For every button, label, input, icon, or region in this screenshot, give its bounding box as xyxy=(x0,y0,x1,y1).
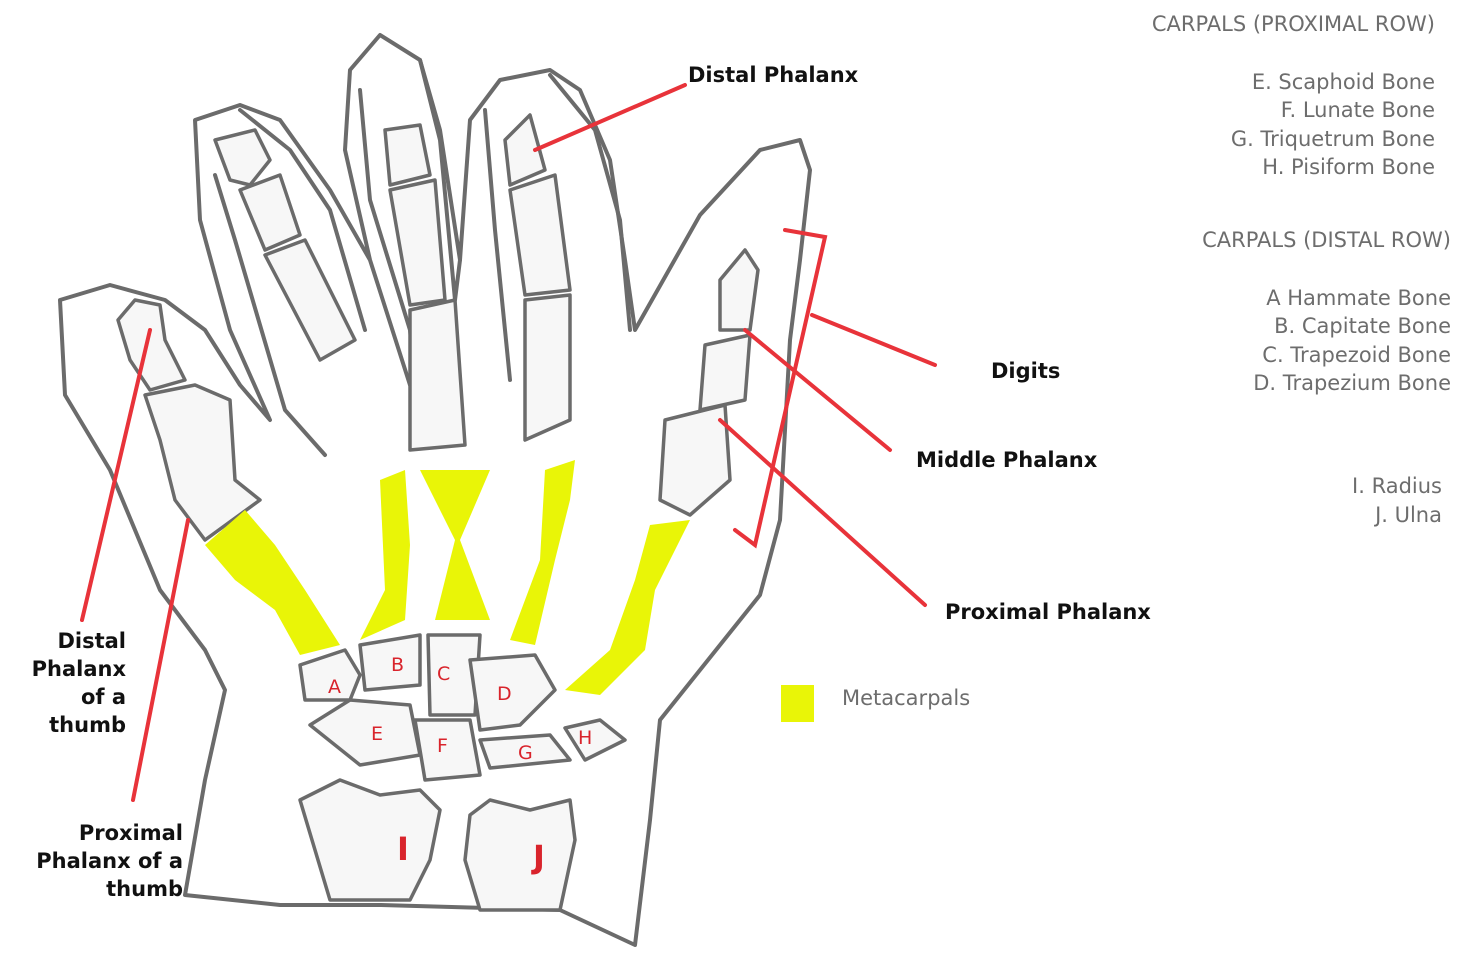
callout-thumb-proximal-line: thumb xyxy=(106,877,183,901)
little-distal-phalanx-bone xyxy=(718,248,760,332)
key-proximal-row: CARPALS (PROXIMAL ROW) E. Scaphoid Bone … xyxy=(1152,10,1435,182)
index-finger-outline xyxy=(213,108,367,457)
middle-middle-phalanx-bone xyxy=(388,178,447,307)
callout-distal-phalanx: Distal Phalanx xyxy=(688,63,859,87)
callout-thumb-distal-line: Phalanx xyxy=(31,657,126,681)
callout-digits: Digits xyxy=(991,359,1061,383)
key-item: E. Scaphoid Bone xyxy=(1251,69,1435,94)
leader-proximal-phalanx xyxy=(718,418,927,607)
thumb-proximal-phalanx-bone xyxy=(143,383,262,542)
metacarpal-middle xyxy=(420,470,490,620)
bone-letter-i: I xyxy=(397,830,409,868)
key-item: B. Capitate Bone xyxy=(1274,314,1451,338)
callout-middle-phalanx: Middle Phalanx xyxy=(916,448,1098,472)
leader-thumb-distal xyxy=(80,328,152,622)
callout-thumb-proximal: Proximal Phalanx of a thumb xyxy=(36,819,183,903)
key-distal-heading: CARPALS (DISTAL ROW) xyxy=(1202,228,1451,252)
little-middle-phalanx-bone xyxy=(698,333,752,412)
legend-metacarpals-swatch xyxy=(781,685,814,722)
callout-thumb-proximal-line: Proximal xyxy=(78,821,183,845)
radius-bone xyxy=(298,778,442,902)
key-spacer xyxy=(1152,39,1435,68)
metacarpal-thumb xyxy=(205,510,340,655)
ring-middle-phalanx-bone xyxy=(508,173,572,297)
bone-letter-h: H xyxy=(578,727,592,749)
callout-thumb-distal-line: of a xyxy=(80,685,126,709)
key-item: F. Lunate Bone xyxy=(1280,98,1435,122)
carpal-h-bone xyxy=(563,718,627,762)
ring-finger-outline xyxy=(483,73,632,382)
leader-digits xyxy=(810,313,937,367)
key-item: D. Trapezium Bone xyxy=(1253,371,1451,395)
callout-thumb-distal-line: Distal xyxy=(57,629,126,653)
key-spacer xyxy=(1202,255,1451,284)
middle-distal-phalanx-bone xyxy=(383,123,432,187)
little-proximal-phalanx-bone xyxy=(658,403,732,517)
carpal-f-bone xyxy=(413,718,482,782)
metacarpal-index xyxy=(360,470,410,640)
legend-metacarpals-label: Metacarpals xyxy=(842,686,971,710)
metacarpal-little xyxy=(565,520,690,695)
carpal-a-bone xyxy=(298,648,362,702)
bone-letter-b: B xyxy=(391,654,404,676)
callout-proximal-phalanx: Proximal Phalanx xyxy=(945,600,1151,624)
carpal-c-bone xyxy=(426,633,482,717)
callout-thumb-distal: Distal Phalanx of a thumb xyxy=(32,627,126,739)
callout-thumb-distal-line: thumb xyxy=(49,713,126,737)
key-proximal-heading: CARPALS (PROXIMAL ROW) xyxy=(1151,12,1435,36)
leader-middle-phalanx xyxy=(743,328,892,452)
middle-proximal-phalanx-bone xyxy=(408,298,467,452)
leader-thumb-proximal xyxy=(131,518,190,802)
metacarpal-ring xyxy=(510,460,575,645)
carpal-b-bone xyxy=(358,633,422,692)
leader-distal-phalanx xyxy=(533,83,687,152)
carpal-e-bone xyxy=(308,698,422,767)
leader-digits-bracket xyxy=(733,228,828,549)
ulna-bone xyxy=(463,798,577,912)
key-distal-row: CARPALS (DISTAL ROW) A Hammate Bone B. C… xyxy=(1202,226,1451,398)
bone-letter-c: C xyxy=(437,663,450,685)
ring-proximal-phalanx-bone xyxy=(523,293,572,442)
bone-letter-d: D xyxy=(497,683,512,705)
bone-letter-a: A xyxy=(328,676,341,698)
key-item: J. Ulna xyxy=(1375,502,1442,527)
callout-thumb-proximal-line: Phalanx of a xyxy=(36,849,183,873)
bone-letter-j: J xyxy=(531,838,545,876)
key-item: I. Radius xyxy=(1352,474,1442,498)
bone-letter-e: E xyxy=(371,723,383,745)
index-distal-phalanx-bone xyxy=(213,128,272,187)
thumb-distal-phalanx-bone xyxy=(116,298,187,392)
index-middle-phalanx-bone xyxy=(238,173,302,252)
ring-distal-phalanx-bone xyxy=(503,113,547,187)
key-forearm: I. Radius J. Ulna xyxy=(1352,472,1442,529)
key-item: H. Pisiform Bone xyxy=(1262,155,1435,179)
key-item: A Hammate Bone xyxy=(1266,285,1451,310)
bone-letter-g: G xyxy=(518,742,533,764)
key-item: G. Triquetrum Bone xyxy=(1230,126,1435,151)
carpal-g-bone xyxy=(478,733,572,770)
key-item: C. Trapezoid Bone xyxy=(1262,342,1451,367)
carpal-d-bone xyxy=(468,653,557,732)
leader-lines xyxy=(80,83,937,802)
index-proximal-phalanx-bone xyxy=(263,238,357,362)
bone-letter-f: F xyxy=(437,735,448,757)
